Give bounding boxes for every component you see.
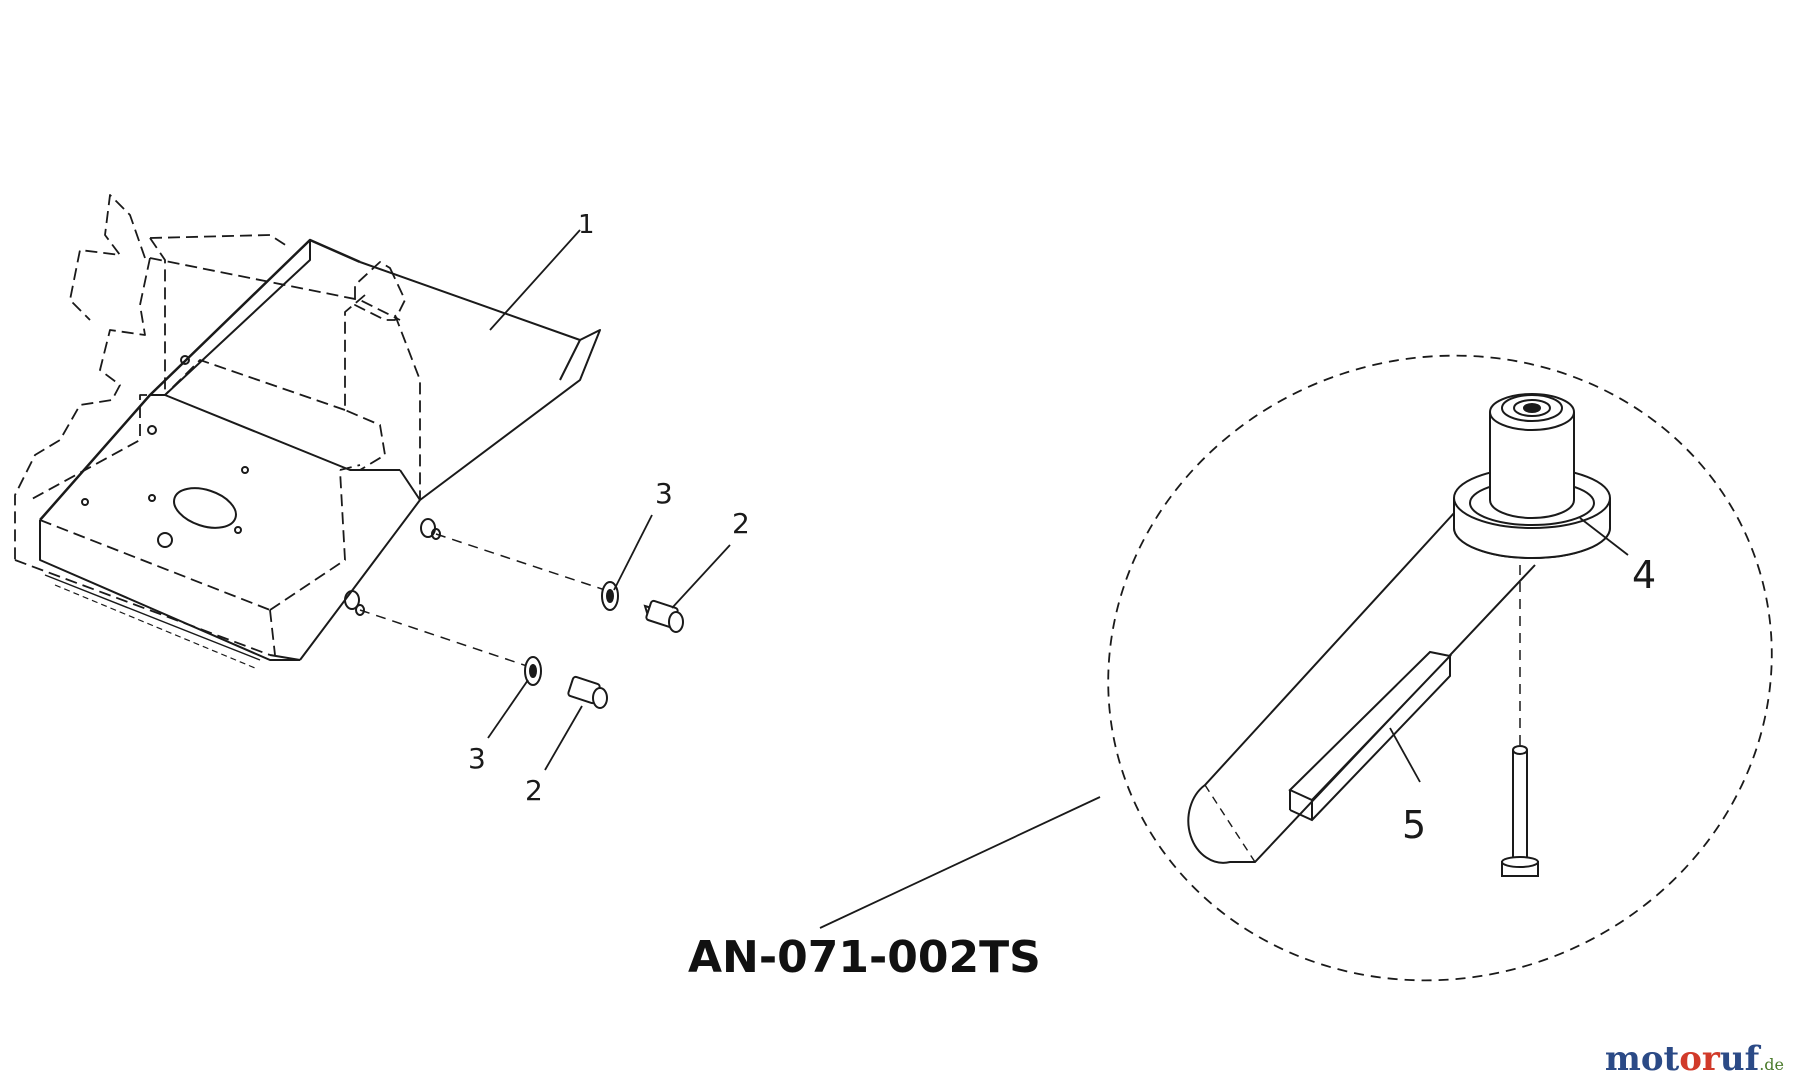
fastener-axis-lines [359, 533, 606, 668]
center-bolt [1501, 745, 1539, 877]
callout-3-lower: 3 [468, 742, 486, 775]
washer-lower [524, 656, 542, 686]
leader-part-number [819, 796, 1101, 929]
callout-2-upper: 2 [732, 507, 750, 540]
part-number-label: AN-071-002TS [688, 932, 1041, 983]
bolt-lower [567, 675, 608, 709]
callout-2-lower: 2 [525, 774, 543, 807]
callout-4: 4 [1632, 553, 1656, 597]
detail-callout-ellipse [1107, 354, 1773, 982]
impeller-blade [1187, 511, 1536, 864]
detail-leaders [1389, 517, 1629, 783]
callout-3-upper: 3 [655, 477, 673, 510]
callout-1: 1 [578, 210, 595, 240]
callout-5: 5 [1402, 803, 1426, 847]
hub-pulley [1453, 393, 1611, 559]
chassis-housing [14, 194, 601, 669]
washer-upper [601, 581, 619, 611]
fastener-leaders [487, 514, 731, 771]
motoruf-logo: motoruf.de [1604, 1039, 1784, 1079]
bolt-upper [643, 599, 684, 633]
leader-1 [489, 229, 581, 331]
